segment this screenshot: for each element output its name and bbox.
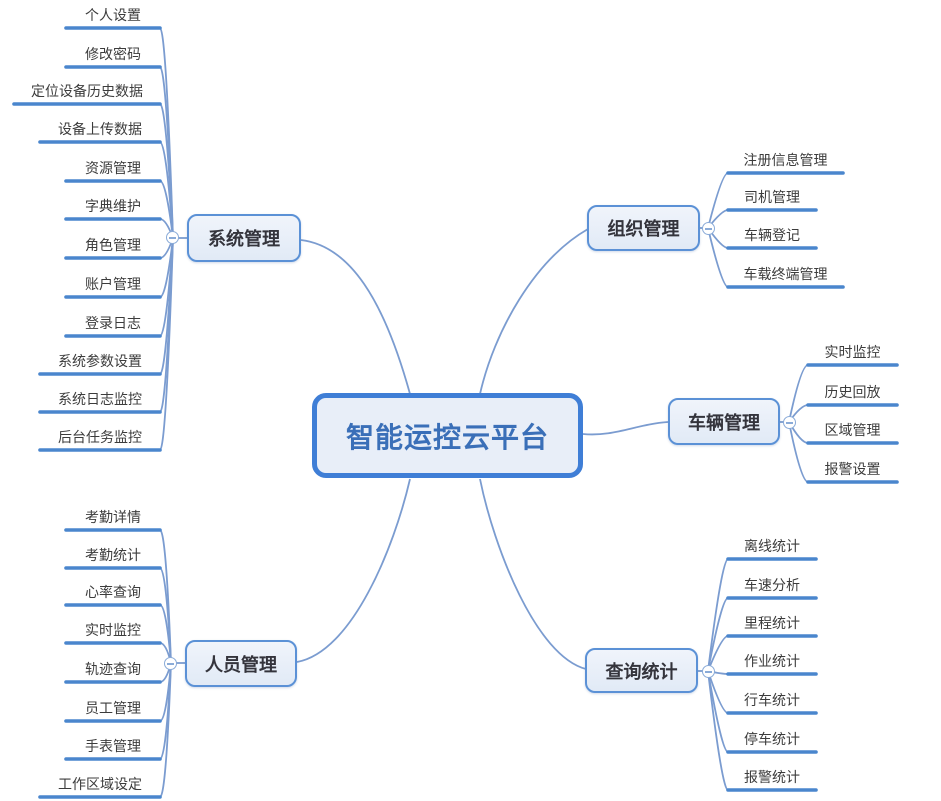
branch-node-system-management[interactable]: 系统管理 bbox=[187, 214, 301, 262]
leaf-node[interactable]: 行车统计 bbox=[744, 692, 800, 708]
leaf-node[interactable]: 车载终端管理 bbox=[743, 266, 828, 282]
leaf-node[interactable]: 离线统计 bbox=[744, 538, 800, 554]
leaf-node[interactable]: 区域管理 bbox=[824, 422, 881, 438]
leaf-node[interactable]: 字典维护 bbox=[85, 198, 141, 214]
leaf-node[interactable]: 系统参数设置 bbox=[58, 353, 142, 369]
branch-node-label: 车辆管理 bbox=[688, 412, 760, 433]
collapse-minus-icon[interactable] bbox=[783, 416, 796, 429]
leaf-node[interactable]: 考勤统计 bbox=[85, 547, 141, 563]
leaf-node[interactable]: 作业统计 bbox=[744, 653, 800, 669]
leaf-node[interactable]: 里程统计 bbox=[744, 615, 800, 631]
collapse-minus-icon[interactable] bbox=[702, 222, 715, 235]
branch-node-label: 系统管理 bbox=[208, 229, 280, 249]
leaf-node[interactable]: 心率查询 bbox=[85, 584, 141, 600]
branch-node-label: 人员管理 bbox=[205, 654, 277, 675]
leaf-node[interactable]: 账户管理 bbox=[85, 276, 141, 292]
leaf-node[interactable]: 停车统计 bbox=[744, 731, 800, 747]
leaf-node[interactable]: 设备上传数据 bbox=[58, 121, 142, 137]
leaf-node[interactable]: 报警设置 bbox=[824, 461, 881, 477]
leaf-node[interactable]: 实时监控 bbox=[824, 344, 881, 360]
root-topic-node[interactable]: 智能运控云平台 bbox=[312, 393, 583, 478]
leaf-node[interactable]: 登录日志 bbox=[85, 315, 141, 331]
collapse-minus-icon[interactable] bbox=[166, 231, 179, 244]
leaf-node[interactable]: 考勤详情 bbox=[85, 509, 141, 525]
leaf-node[interactable]: 历史回放 bbox=[824, 384, 881, 400]
leaf-node[interactable]: 报警统计 bbox=[744, 769, 800, 785]
collapse-minus-icon[interactable] bbox=[164, 657, 177, 670]
leaf-node[interactable]: 实时监控 bbox=[85, 622, 141, 638]
branch-node-organization-management[interactable]: 组织管理 bbox=[587, 205, 700, 251]
leaf-node[interactable]: 修改密码 bbox=[85, 46, 141, 62]
leaf-node[interactable]: 个人设置 bbox=[85, 7, 141, 23]
leaf-node[interactable]: 注册信息管理 bbox=[743, 152, 828, 168]
leaf-node[interactable]: 司机管理 bbox=[744, 189, 800, 205]
leaf-node[interactable]: 手表管理 bbox=[85, 738, 141, 754]
leaf-node[interactable]: 车辆登记 bbox=[744, 227, 800, 243]
leaf-node[interactable]: 轨迹查询 bbox=[85, 661, 141, 677]
leaf-node[interactable]: 后台任务监控 bbox=[58, 429, 142, 445]
leaf-node[interactable]: 定位设备历史数据 bbox=[31, 83, 143, 99]
leaf-node[interactable]: 系统日志监控 bbox=[58, 391, 142, 407]
root-topic-label: 智能运控云平台 bbox=[345, 421, 549, 453]
collapse-minus-icon[interactable] bbox=[702, 665, 715, 678]
leaf-node[interactable]: 角色管理 bbox=[85, 237, 141, 253]
branch-node-vehicle-management[interactable]: 车辆管理 bbox=[668, 398, 780, 445]
leaf-node[interactable]: 工作区域设定 bbox=[58, 776, 142, 792]
branch-node-query-statistics[interactable]: 查询统计 bbox=[585, 648, 698, 693]
branch-node-label: 组织管理 bbox=[607, 219, 680, 239]
leaf-node[interactable]: 车速分析 bbox=[744, 577, 800, 593]
branch-node-label: 查询统计 bbox=[605, 661, 678, 682]
leaf-node[interactable]: 员工管理 bbox=[85, 700, 141, 716]
branch-node-personnel-management[interactable]: 人员管理 bbox=[185, 640, 297, 687]
leaf-node[interactable]: 资源管理 bbox=[85, 160, 141, 176]
